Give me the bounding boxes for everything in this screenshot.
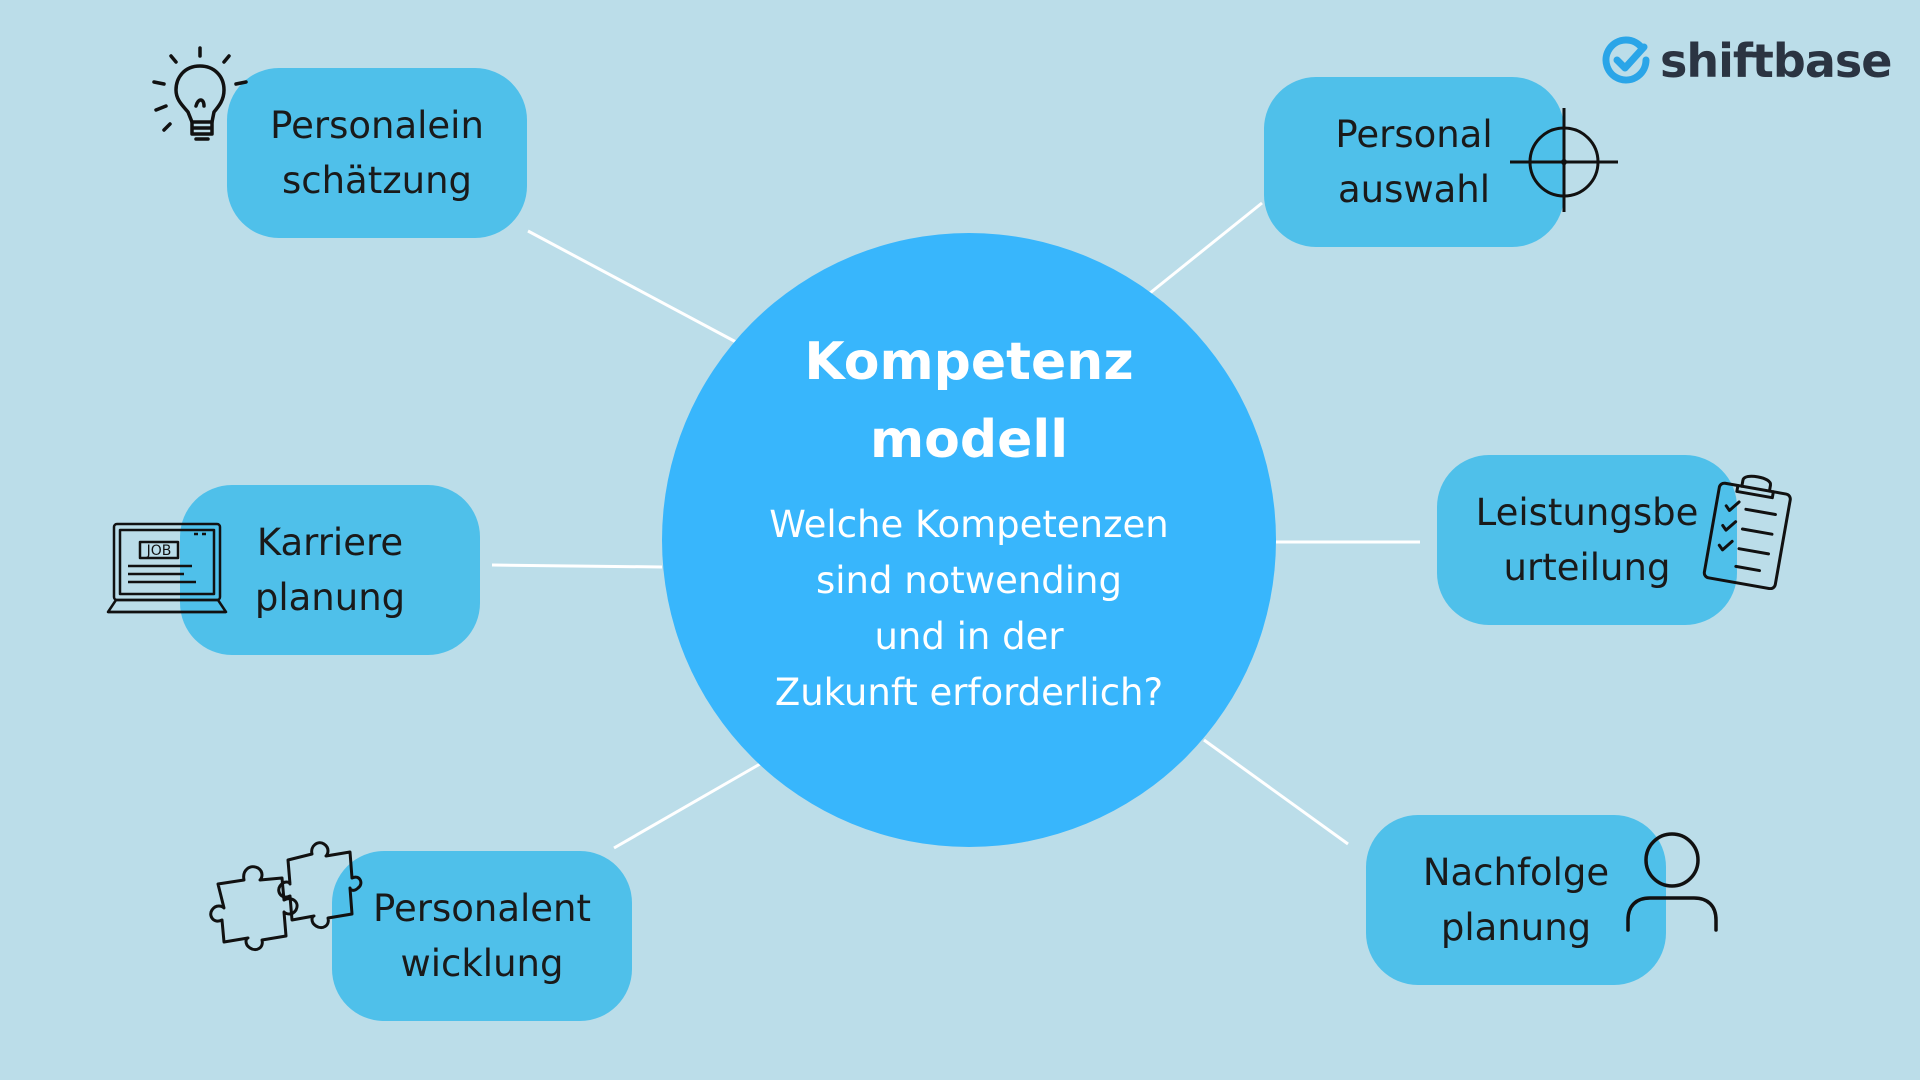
node-nachfolgeplanung-line1: Nachfolge xyxy=(1422,851,1610,894)
puzzle-icon xyxy=(209,841,363,952)
lightbulb-icon xyxy=(152,46,248,141)
shiftbase-logo: shiftbase xyxy=(1602,34,1892,88)
node-personaleinschaetzung-line2: schätzung xyxy=(281,159,473,202)
node-karriereplanung-line2: planung xyxy=(254,576,406,619)
connector-karriereplanung xyxy=(491,563,663,569)
center-question-line2: sind notwending xyxy=(815,559,1122,602)
connector-personaleinschaetzung xyxy=(527,229,737,344)
node-personaleinschaetzung: Personalein schätzung xyxy=(227,68,527,238)
logo-text: shiftbase xyxy=(1660,34,1892,88)
node-leistungsbeurteilung-line1: Leistungsbe xyxy=(1475,491,1699,534)
node-karriereplanung: Karriere planung xyxy=(180,485,480,655)
connector-personalentwicklung xyxy=(613,762,761,850)
node-personalauswahl-line2: auswahl xyxy=(1337,168,1491,211)
center-circle: Kompetenz modell Welche Kompetenzen sind… xyxy=(662,233,1276,847)
node-nachfolgeplanung: Nachfolge planung xyxy=(1366,815,1666,985)
crosshair-icon xyxy=(1510,108,1618,212)
center-question-line4: Zukunft erforderlich? xyxy=(774,671,1164,714)
node-personalentwicklung: Personalent wicklung xyxy=(332,851,632,1021)
center-title-line2: modell xyxy=(869,410,1069,470)
connector-personalauswahl xyxy=(1149,201,1263,295)
node-personalentwicklung-line1: Personalent xyxy=(372,887,591,930)
center-question-line3: und in der xyxy=(874,615,1064,658)
center-question: Welche Kompetenzen sind notwending und i… xyxy=(769,497,1168,721)
node-personalauswahl-line1: Personal xyxy=(1335,113,1493,156)
laptop-job-icon-text: JOB xyxy=(146,543,172,559)
center-title-line1: Kompetenz xyxy=(804,332,1134,392)
node-karriereplanung-line1: Karriere xyxy=(256,521,404,564)
node-personalentwicklung-line2: wicklung xyxy=(400,942,564,985)
center-question-line1: Welche Kompetenzen xyxy=(769,503,1169,546)
node-leistungsbeurteilung-line2: urteilung xyxy=(1503,546,1671,589)
node-personaleinschaetzung-line1: Personalein xyxy=(270,104,484,147)
node-nachfolgeplanung-line2: planung xyxy=(1440,906,1592,949)
person-icon xyxy=(1626,832,1718,932)
node-leistungsbeurteilung: Leistungsbe urteilung xyxy=(1437,455,1737,625)
clipboard-checklist-icon xyxy=(1702,474,1792,590)
laptop-job-icon: JOB xyxy=(106,522,228,614)
connector-nachfolgeplanung xyxy=(1203,738,1349,846)
center-title: Kompetenz modell xyxy=(804,323,1133,479)
check-circle-icon xyxy=(1602,36,1650,84)
